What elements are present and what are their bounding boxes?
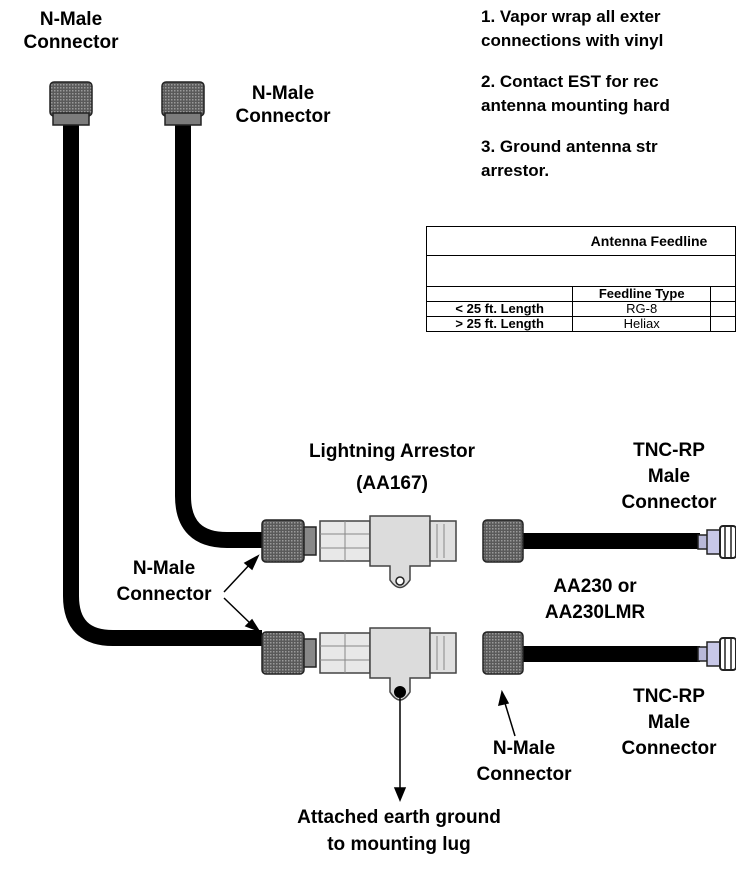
table-header-feedline-type: Feedline Type [572,286,712,302]
label-line: Connector [235,106,331,127]
table-row-label: < 25 ft. Length [425,301,574,317]
n-male-left-label: N-Male Connector [104,556,224,608]
table-row-label: > 25 ft. Length [425,316,574,332]
table-row-value: Heliax [572,316,712,332]
label-line: N-Male [251,83,315,104]
top-arrestor-assembly [261,515,524,589]
label-line: Lightning Arrestor [308,441,476,462]
label-line: N-Male [39,9,103,30]
label-line: N-Male [132,558,196,579]
bottom-tnc-rp-label: TNC-RP Male Connector [604,684,734,762]
label-line: N-Male [492,738,556,759]
cable-label: AA230 or AA230LMR [520,574,670,626]
antenna-feedline-table: Antenna Feedline Feedline Type < 25 ft. … [425,226,736,332]
table-header-cell [425,286,574,302]
top-tnc-rp-connector-graphic [697,525,736,559]
label-line: TNC-RP [633,686,705,707]
note-2-line-2: antenna mounting hard [481,96,670,115]
n-male-bottom-label: N-Male Connector [456,736,592,788]
note-3-line-2: arrestor. [481,161,550,180]
table-row-extra [710,316,736,332]
earth-ground-label: Attached earth ground to mounting lug [244,804,554,858]
top-second-n-male-connector-graphic [161,81,205,126]
table-row-value: RG-8 [572,301,712,317]
label-line: Attached earth ground [297,807,501,828]
second-vertical-cable [175,122,262,548]
label-line: Connector [476,764,572,785]
lightning-arrestor-label: Lightning Arrestor (AA167) [282,436,502,500]
bottom-arrestor-assembly [261,627,524,701]
label-line: TNC-RP [633,440,705,461]
note-2-line-1: 2. Contact EST for rec [481,72,659,91]
top-left-connector-label: N-Male Connector [0,8,142,54]
note-3-line-1: 3. Ground antenna str [481,137,658,156]
left-vertical-cable [63,122,262,646]
label-line: Connector [116,584,212,605]
bottom-tnc-rp-connector-graphic [697,637,736,671]
label-line: Male [647,466,691,487]
note-1-line-2: connections with vinyl [481,31,664,50]
label-line: AA230 or [553,576,637,597]
top-left-n-male-connector-graphic [49,81,93,126]
label-line: to mounting lug [327,834,471,855]
label-line: (AA167) [356,473,428,494]
label-line: Connector [23,32,119,53]
pointer-arrows [223,554,516,802]
label-line: Connector [621,492,717,513]
table-blank-row [426,255,736,287]
top-tnc-rp-label: TNC-RP Male Connector [604,438,734,516]
note-1-line-1: 1. Vapor wrap all exter [481,7,661,26]
label-line: AA230LMR [544,602,646,623]
table-header-extra [710,286,736,302]
table-title: Antenna Feedline [426,226,736,256]
label-line: Connector [621,738,717,759]
label-line: Male [647,712,691,733]
table-row-extra [710,301,736,317]
top-second-connector-label: N-Male Connector [212,82,354,128]
